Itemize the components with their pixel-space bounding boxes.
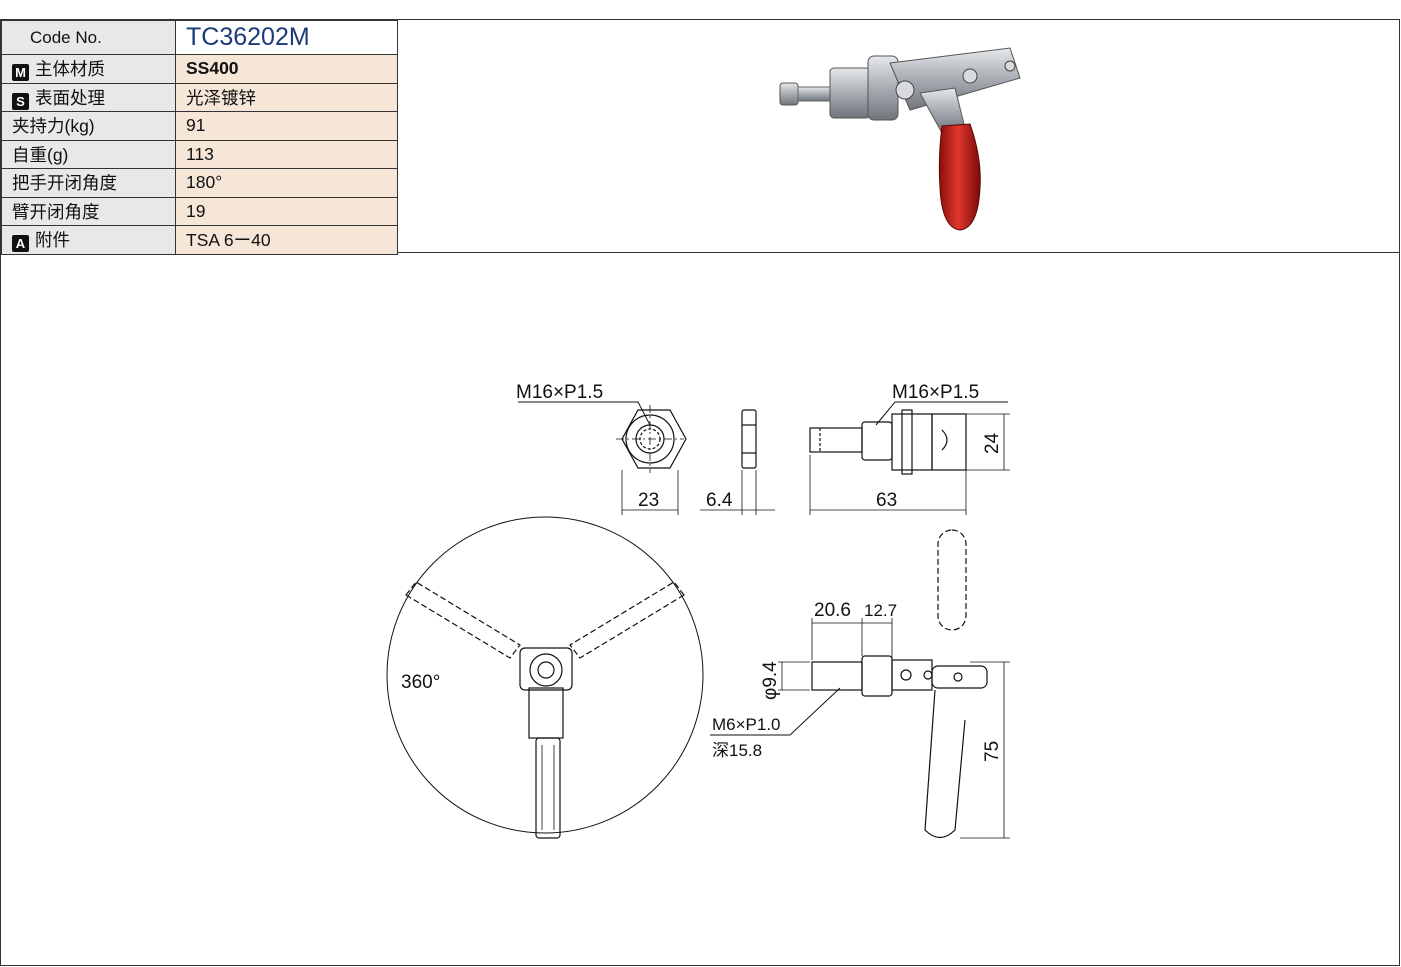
section-divider [0, 252, 1400, 253]
spec-row-arm-angle: 臂开闭角度 19 [1, 196, 398, 226]
spec-row-handle-angle: 把手开闭角度 180° [1, 168, 398, 198]
sheet-frame [0, 19, 1400, 966]
spec-label: Code No. [1, 20, 176, 55]
tap-thread-label: M6×P1.0 [712, 715, 781, 734]
spec-value: 91 [175, 111, 398, 141]
spec-label: 自重(g) [1, 139, 176, 169]
tap-depth-label: 深15.8 [712, 741, 762, 760]
dim-b-label: 12.7 [864, 601, 897, 620]
handle-length-dim: 75 [982, 741, 1003, 762]
spec-row-accessory: A 附件 TSA 6ー40 [1, 225, 398, 255]
nut-thread-label: M16×P1.5 [516, 382, 603, 403]
spec-label: 附件 [35, 230, 70, 251]
spec-row-code: Code No. TC36202M [1, 20, 398, 55]
spec-label: 主体材质 [35, 59, 105, 80]
spec-label: 把手开闭角度 [1, 168, 176, 198]
diameter-label: φ9.4 [760, 661, 781, 700]
spec-row-weight: 自重(g) 113 [1, 139, 398, 169]
clamp-closed-view [710, 529, 1010, 839]
length-dim: 63 [876, 490, 897, 511]
clamp-side-view [809, 401, 1010, 515]
material-badge-icon: M [12, 64, 29, 82]
spec-row-material: M 主体材质 SS400 [1, 54, 398, 84]
spec-value: SS400 [175, 54, 398, 84]
nut-width-dim: 23 [638, 490, 659, 511]
rotation-label: 360° [401, 672, 440, 693]
spec-label: 夹持力(kg) [1, 111, 176, 141]
spec-row-surface: S 表面处理 光泽镀锌 [1, 82, 398, 112]
rotation-view [386, 516, 704, 839]
nut-front-view [518, 401, 687, 515]
spec-label-cell: M 主体材质 [1, 54, 176, 84]
height-dim: 24 [982, 432, 1003, 454]
table-divider [397, 20, 398, 252]
nut-side-view [700, 409, 775, 515]
code-number: TC36202M [175, 20, 398, 55]
spec-label: 表面处理 [35, 87, 105, 108]
spec-value: 113 [175, 139, 398, 169]
spec-label-cell: S 表面处理 [1, 82, 176, 112]
spec-value: 19 [175, 196, 398, 226]
side-thread-label: M16×P1.5 [892, 382, 979, 403]
spec-table: Code No. TC36202M M 主体材质 SS400 S 表面处理 光泽镀锌… [1, 20, 398, 255]
spec-label-cell: A 附件 [1, 225, 176, 255]
accessory-badge-icon: A [12, 235, 29, 253]
surface-badge-icon: S [12, 92, 29, 110]
spec-value: 180° [175, 168, 398, 198]
nut-thickness-dim: 6.4 [706, 490, 733, 511]
spec-row-force: 夹持力(kg) 91 [1, 111, 398, 141]
spec-value: 光泽镀锌 [175, 82, 398, 112]
product-photo [779, 47, 1021, 231]
dim-a-label: 20.6 [814, 600, 851, 621]
dimension-drawing: M16×P1.5 M16×P1.5 23 6.4 63 24 360° 20.6… [386, 382, 1010, 839]
spec-label: 臂开闭角度 [1, 196, 176, 226]
spec-value: TSA 6ー40 [175, 225, 398, 255]
